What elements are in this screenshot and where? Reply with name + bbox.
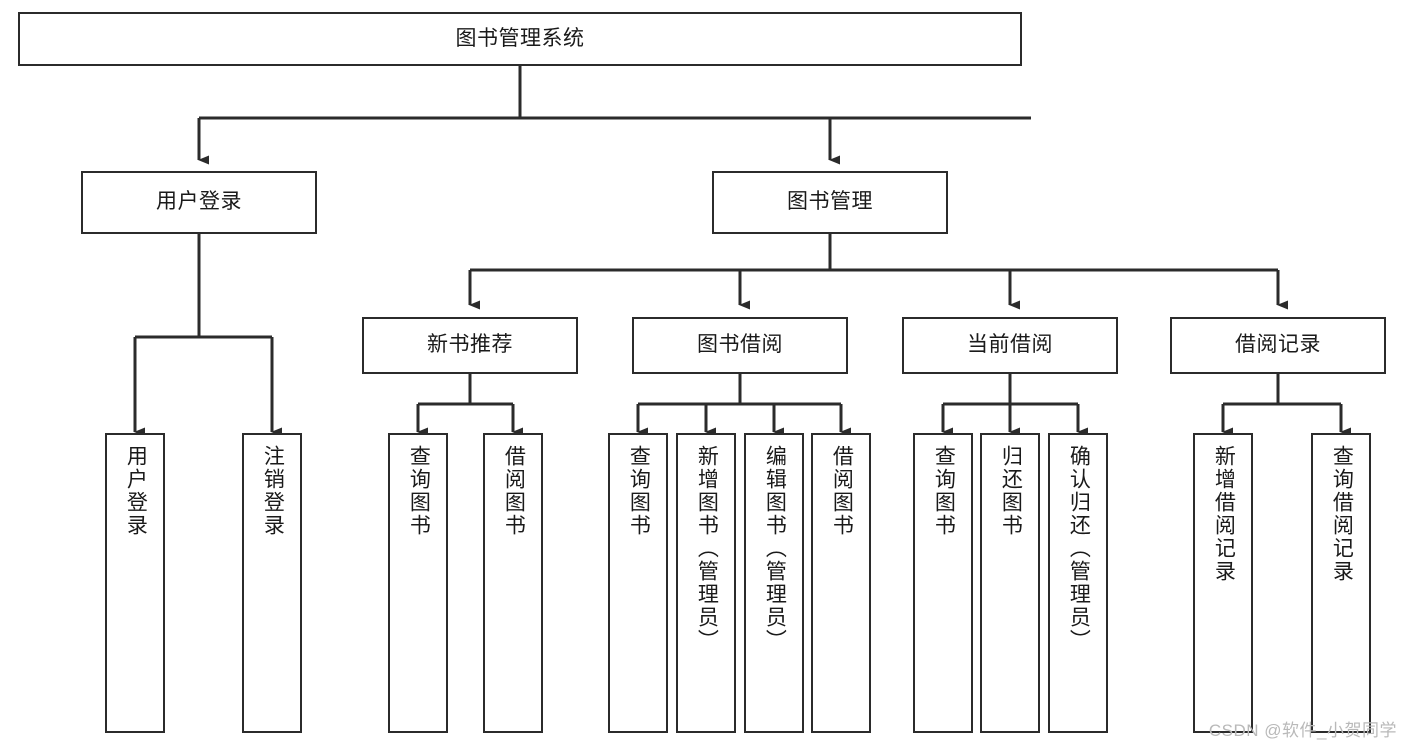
node-leaf-record-add-label: 新增借阅记录 [1212, 445, 1236, 583]
node-book-management-label: 图书管理 [787, 190, 873, 214]
node-leaf-borrow-edit-book[interactable]: 编辑图书（管理员） [744, 433, 804, 733]
node-leaf-recommend-borrow-book-label: 借阅图书 [502, 445, 526, 537]
node-leaf-user-login-label: 用户登录 [124, 445, 148, 537]
node-book-borrow-label: 图书借阅 [697, 333, 783, 357]
node-leaf-current-return-book[interactable]: 归还图书 [980, 433, 1040, 733]
node-root-system-label: 图书管理系统 [455, 26, 585, 50]
node-leaf-recommend-query-book-label: 查询图书 [407, 445, 431, 537]
node-current-borrow-label: 当前借阅 [967, 333, 1053, 357]
node-leaf-borrow-add-book[interactable]: 新增图书（管理员） [676, 433, 736, 733]
node-borrow-record[interactable]: 借阅记录 [1170, 317, 1386, 374]
node-leaf-borrow-borrow-book[interactable]: 借阅图书 [811, 433, 871, 733]
node-leaf-record-add[interactable]: 新增借阅记录 [1193, 433, 1253, 733]
node-leaf-record-query[interactable]: 查询借阅记录 [1311, 433, 1371, 733]
node-book-management[interactable]: 图书管理 [712, 171, 948, 234]
node-leaf-current-query-book-label: 查询图书 [932, 445, 956, 537]
connector-bookmgmt-to-level3 [468, 234, 1288, 310]
node-new-book-recommend-label: 新书推荐 [427, 333, 513, 357]
node-leaf-current-confirm-return[interactable]: 确认归还（管理员） [1048, 433, 1108, 733]
connector-userlogin-to-leaves [133, 233, 282, 437]
node-book-borrow[interactable]: 图书借阅 [632, 317, 848, 374]
node-user-login[interactable]: 用户登录 [81, 171, 317, 234]
connector-bookborrow-to-leaves [636, 374, 851, 437]
node-leaf-logout-label: 注销登录 [261, 445, 285, 537]
node-leaf-borrow-edit-book-label: 编辑图书（管理员） [763, 445, 787, 652]
node-root-system[interactable]: 图书管理系统 [18, 12, 1022, 66]
node-leaf-borrow-borrow-book-label: 借阅图书 [830, 445, 854, 537]
node-leaf-borrow-query-book-label: 查询图书 [627, 445, 651, 537]
node-leaf-recommend-query-book[interactable]: 查询图书 [388, 433, 448, 733]
node-current-borrow[interactable]: 当前借阅 [902, 317, 1118, 374]
connector-currentborrow-to-leaves [941, 374, 1088, 437]
node-leaf-borrow-add-book-label: 新增图书（管理员） [695, 445, 719, 652]
node-user-login-label: 用户登录 [156, 190, 242, 214]
node-leaf-current-query-book[interactable]: 查询图书 [913, 433, 973, 733]
node-borrow-record-label: 借阅记录 [1235, 333, 1321, 357]
connector-root-to-level2 [197, 66, 1031, 165]
node-leaf-logout[interactable]: 注销登录 [242, 433, 302, 733]
node-new-book-recommend[interactable]: 新书推荐 [362, 317, 578, 374]
node-leaf-user-login[interactable]: 用户登录 [105, 433, 165, 733]
node-leaf-borrow-query-book[interactable]: 查询图书 [608, 433, 668, 733]
node-leaf-current-confirm-return-label: 确认归还（管理员） [1067, 445, 1091, 652]
node-leaf-record-query-label: 查询借阅记录 [1330, 445, 1354, 583]
node-leaf-recommend-borrow-book[interactable]: 借阅图书 [483, 433, 543, 733]
connector-borrowrecord-to-leaves [1221, 374, 1351, 437]
node-leaf-current-return-book-label: 归还图书 [999, 445, 1023, 537]
connector-newbook-to-leaves [416, 374, 523, 437]
